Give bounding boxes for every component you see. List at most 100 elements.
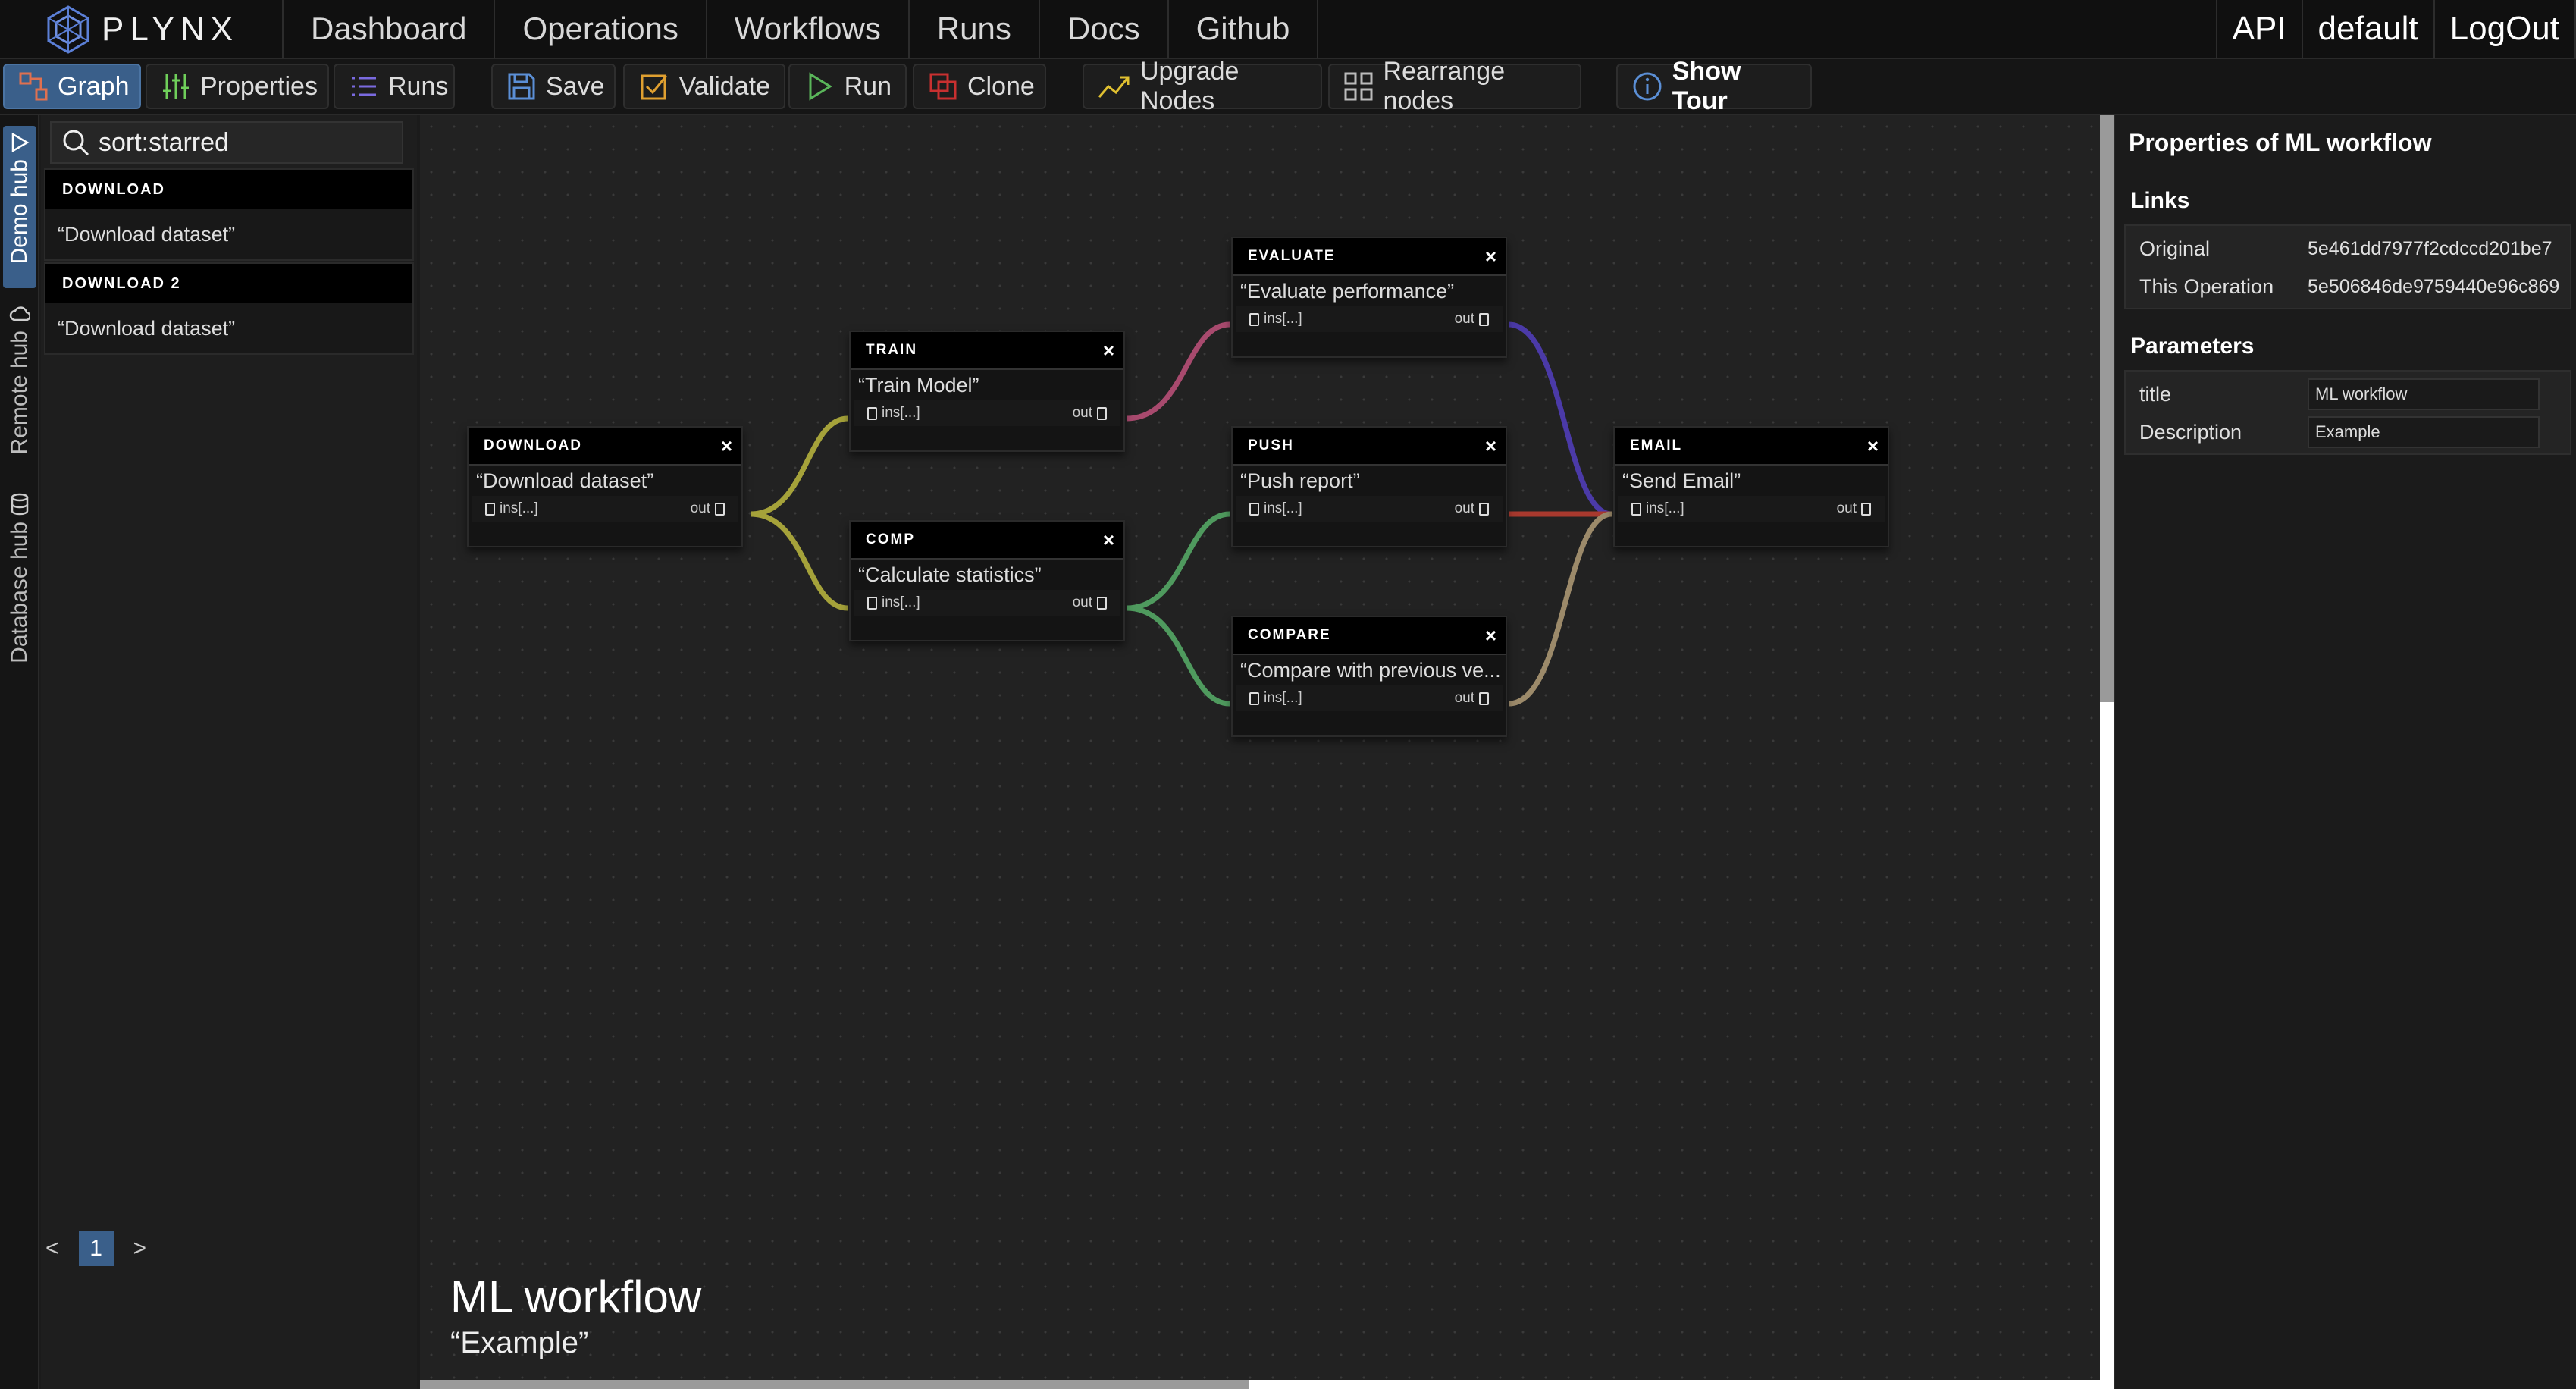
- input-port[interactable]: ins[...]: [863, 405, 920, 422]
- clone-label: Clone: [967, 71, 1035, 101]
- node-header: DOWNLOAD: [484, 437, 582, 453]
- main-nav: Dashboard Operations Workflows Runs Docs…: [282, 0, 1319, 58]
- run-button[interactable]: Run: [788, 64, 907, 109]
- run-label: Run: [844, 71, 892, 101]
- logo[interactable]: PLYNX: [45, 5, 239, 55]
- hub-tabs: Demo hub Remote hub Database hub: [0, 115, 39, 1389]
- nav-github[interactable]: Github: [1167, 0, 1319, 58]
- close-icon[interactable]: ×: [1484, 434, 1496, 457]
- file-icon: [1479, 691, 1489, 705]
- save-label: Save: [546, 71, 605, 101]
- node-header: COMP: [866, 531, 915, 547]
- output-port[interactable]: out: [691, 500, 729, 517]
- node-train[interactable]: TRAIN× “Train Model” ins[...]out: [849, 331, 1125, 452]
- param-key: title: [2139, 382, 2172, 406]
- link-value[interactable]: 5e461dd7977f2cdccd201be7: [2308, 237, 2552, 259]
- vertical-scrollbar[interactable]: [2100, 115, 2114, 1389]
- node-evaluate[interactable]: EVALUATE× “Evaluate performance” ins[...…: [1231, 237, 1507, 358]
- input-port[interactable]: ins[...]: [1245, 500, 1302, 517]
- file-icon: [1479, 312, 1489, 326]
- param-row-title: title: [2126, 376, 2570, 412]
- description-field[interactable]: [2308, 416, 2540, 448]
- link-row-original: Original 5e461dd7977f2cdccd201be7: [2126, 230, 2570, 267]
- nav-workflows[interactable]: Workflows: [705, 0, 908, 58]
- graph-icon: [18, 70, 49, 103]
- node-email[interactable]: EMAIL× “Send Email” ins[...]out: [1613, 426, 1889, 547]
- node-push[interactable]: PUSH× “Push report” ins[...]out: [1231, 426, 1507, 547]
- rearrange-nodes-button[interactable]: Rearrange nodes: [1328, 57, 1581, 115]
- close-icon[interactable]: ×: [1102, 338, 1114, 362]
- horizontal-scrollbar[interactable]: [420, 1380, 2100, 1389]
- cloud-icon: [9, 306, 30, 321]
- nav-dashboard[interactable]: Dashboard: [282, 0, 494, 58]
- title-field[interactable]: [2308, 378, 2540, 410]
- node-header: EVALUATE: [1248, 248, 1336, 264]
- sidebar-item-download-2[interactable]: DOWNLOAD 2 “Download dataset”: [44, 262, 414, 355]
- output-port[interactable]: out: [1837, 500, 1876, 517]
- sidebar-item-title: “Download dataset”: [45, 209, 412, 259]
- node-header: COMPARE: [1248, 627, 1331, 643]
- param-row-description: Description: [2126, 414, 2570, 450]
- node-comp[interactable]: COMP× “Calculate statistics” ins[...]out: [849, 520, 1125, 641]
- horizontal-scroll-thumb[interactable]: [420, 1380, 1249, 1389]
- validate-button[interactable]: Validate: [623, 64, 785, 109]
- input-port[interactable]: ins[...]: [863, 594, 920, 611]
- nav-logout[interactable]: LogOut: [2433, 0, 2576, 58]
- search-input[interactable]: [99, 127, 387, 158]
- file-icon: [1631, 502, 1641, 516]
- nav-docs[interactable]: Docs: [1038, 0, 1167, 58]
- output-port[interactable]: out: [1073, 594, 1111, 611]
- graph-canvas[interactable]: DOWNLOAD × “Download dataset” ins[...] out…: [420, 115, 2100, 1380]
- link-key: This Operation: [2139, 274, 2274, 298]
- sidebar-item-header: DOWNLOAD: [45, 170, 412, 209]
- input-port[interactable]: ins[...]: [1627, 500, 1684, 517]
- editor-toolbar: Graph Properties Runs Save Validate Run: [0, 57, 2576, 115]
- database-icon: [11, 493, 29, 516]
- input-port[interactable]: ins[...]: [481, 500, 538, 517]
- node-compare[interactable]: COMPARE× “Compare with previous ve... in…: [1231, 616, 1507, 737]
- parameters-box: title Description: [2124, 370, 2571, 455]
- save-button[interactable]: Save: [491, 64, 616, 109]
- input-port[interactable]: ins[...]: [1245, 690, 1302, 707]
- list-icon: [349, 70, 379, 103]
- nav-runs[interactable]: Runs: [907, 0, 1039, 58]
- nav-operations[interactable]: Operations: [494, 0, 705, 58]
- file-icon: [485, 502, 495, 516]
- node-download[interactable]: DOWNLOAD × “Download dataset” ins[...] out: [467, 426, 743, 547]
- properties-panel: Properties of ML workflow Links Original…: [2114, 115, 2576, 1389]
- remote-hub-tab[interactable]: Remote hub: [3, 300, 36, 581]
- output-port[interactable]: out: [1455, 500, 1493, 517]
- graph-tab-button[interactable]: Graph: [3, 64, 141, 109]
- output-port[interactable]: out: [1073, 405, 1111, 422]
- vertical-scroll-thumb[interactable]: [2100, 115, 2114, 702]
- sidebar-item-download[interactable]: DOWNLOAD “Download dataset”: [44, 168, 414, 261]
- file-icon: [1479, 502, 1489, 516]
- prev-page-button[interactable]: <: [45, 1236, 59, 1261]
- next-page-button[interactable]: >: [133, 1236, 147, 1261]
- upgrade-nodes-button[interactable]: Upgrade Nodes: [1083, 57, 1322, 115]
- nav-user-default[interactable]: default: [2301, 0, 2433, 58]
- properties-heading: Properties of ML workflow: [2129, 129, 2432, 156]
- input-port[interactable]: ins[...]: [1245, 311, 1302, 328]
- close-icon[interactable]: ×: [1102, 528, 1114, 551]
- close-icon[interactable]: ×: [1484, 623, 1496, 647]
- show-tour-label: Show Tour: [1672, 57, 1741, 115]
- output-port[interactable]: out: [1455, 690, 1493, 707]
- database-hub-tab[interactable]: Database hub: [3, 490, 36, 793]
- links-box: Original 5e461dd7977f2cdccd201be7 This O…: [2124, 224, 2571, 309]
- nav-api[interactable]: API: [2215, 0, 2302, 58]
- close-icon[interactable]: ×: [1484, 244, 1496, 268]
- properties-tab-button[interactable]: Properties: [146, 64, 329, 109]
- link-value[interactable]: 5e506846de9759440e96c869: [2308, 275, 2560, 297]
- page-number-button[interactable]: 1: [78, 1231, 114, 1266]
- edge-comp-compare: [1126, 605, 1230, 707]
- runs-tab-button[interactable]: Runs: [334, 64, 455, 109]
- demo-hub-tab[interactable]: Demo hub: [3, 126, 36, 288]
- show-tour-button[interactable]: Show Tour: [1616, 57, 1812, 115]
- clone-button[interactable]: Clone: [913, 64, 1046, 109]
- close-icon[interactable]: ×: [720, 434, 732, 457]
- node-title: “Download dataset”: [476, 469, 654, 492]
- output-port[interactable]: out: [1455, 311, 1493, 328]
- node-title: “Push report”: [1240, 469, 1360, 492]
- close-icon[interactable]: ×: [1866, 434, 1879, 457]
